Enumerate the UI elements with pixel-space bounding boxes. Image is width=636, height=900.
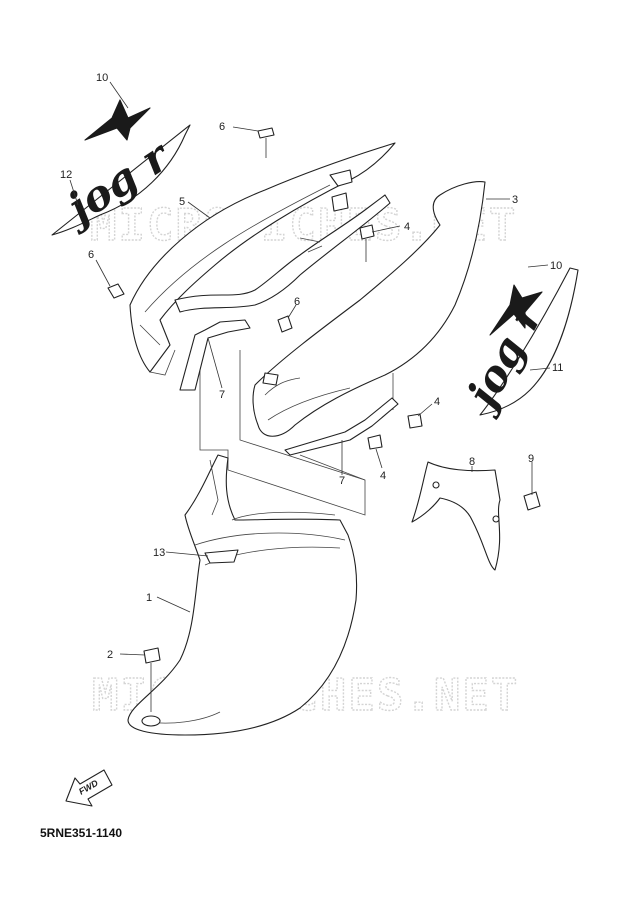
callout-6b: 6 (88, 249, 94, 261)
callout-4b: 4 (434, 396, 440, 408)
screw-6-mid (277, 315, 293, 333)
callout-8: 8 (469, 456, 475, 468)
screw-6-top (257, 127, 275, 158)
screw-2 (143, 647, 161, 712)
callout-10b: 10 (550, 260, 562, 272)
rail-right (284, 397, 399, 456)
callout-13: 13 (153, 547, 165, 559)
callout-12: 12 (60, 169, 72, 181)
callout-11: 11 (552, 362, 563, 374)
rail-left (179, 319, 251, 391)
cover-bracket (174, 192, 391, 313)
callout-3: 3 (512, 194, 518, 206)
rear-bracket (411, 461, 501, 571)
star-emblem-right (489, 284, 543, 336)
left-side-cover (129, 142, 396, 376)
callout-10a: 10 (96, 72, 108, 84)
callout-1: 1 (146, 592, 152, 604)
callout-4a: 4 (404, 221, 410, 233)
callout-2: 2 (107, 649, 113, 661)
callout-6a: 6 (219, 121, 225, 133)
callout-labels: 1 2 3 4 4 4 5 6 6 6 7 7 8 9 10 10 11 12 … (60, 72, 563, 661)
screw-6-left (107, 283, 125, 299)
lower-cover (127, 454, 358, 736)
right-side-cover (252, 181, 486, 437)
star-emblem-left (84, 99, 151, 141)
screw-4-upper (359, 224, 375, 262)
callout-6c: 6 (294, 296, 300, 308)
callout-7a: 7 (219, 389, 225, 401)
leader-lines (69, 81, 551, 656)
lower-cover-clip (204, 549, 239, 564)
screw-4-right (407, 413, 423, 429)
callout-7b: 7 (339, 475, 345, 487)
callout-4c: 4 (380, 470, 386, 482)
screw-4-lower (367, 434, 383, 450)
drawing-code: 5RNE351-1140 (40, 826, 123, 840)
fwd-arrow: FWD (65, 769, 113, 807)
callout-9: 9 (528, 453, 534, 465)
callout-5: 5 (179, 196, 185, 208)
